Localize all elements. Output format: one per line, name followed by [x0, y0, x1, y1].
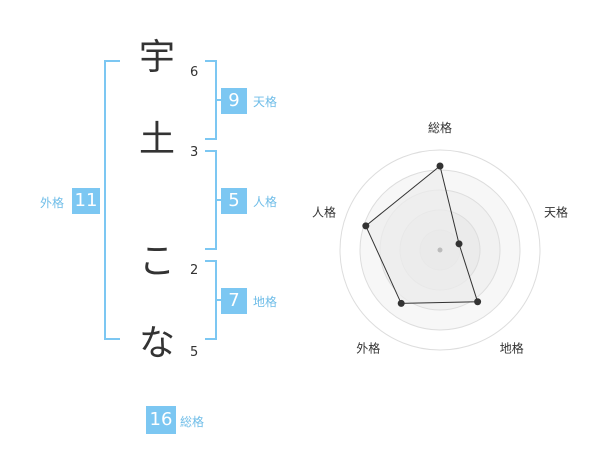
radar-point-5 — [362, 222, 370, 230]
radar-center-dot — [437, 247, 443, 253]
name-char-4: な — [138, 323, 175, 364]
stroke-count-3: 2 — [190, 263, 199, 278]
radar-axis-label-4: 外格 — [356, 341, 380, 356]
radar-point-2 — [455, 240, 463, 248]
radar-point-3 — [474, 298, 482, 306]
stroke-count-4: 5 — [190, 345, 199, 360]
radar-ring — [399, 209, 481, 291]
radar-axis-label-2: 天格 — [544, 204, 568, 219]
chikaku-label: 地格 — [253, 295, 278, 309]
radar-ring — [339, 149, 541, 351]
radar-axis-label-1: 総格 — [428, 120, 452, 135]
radar-series-polygon — [365, 165, 479, 304]
gaikaku-bracket — [104, 60, 120, 340]
jinkaku-badge: 5 — [221, 188, 247, 214]
jinkaku-connector — [215, 199, 221, 201]
radar-point-4 — [397, 299, 405, 307]
radar-point-1 — [436, 162, 444, 170]
tenkaku-connector — [215, 99, 221, 101]
radar-axis-label-5: 人格 — [312, 204, 336, 219]
soukaku-badge: 16 — [146, 406, 176, 434]
soukaku-label: 総格 — [180, 415, 205, 429]
gaikaku-badge: 11 — [72, 188, 100, 214]
name-char-2: 土 — [138, 119, 175, 160]
gaikaku-label: 外格 — [40, 196, 65, 210]
radar-axis-label-3: 地格 — [500, 341, 524, 356]
chikaku-connector — [215, 299, 221, 301]
name-char-1: 宇 — [138, 37, 175, 78]
jinkaku-label: 人格 — [253, 195, 278, 209]
tenkaku-label: 天格 — [253, 95, 278, 109]
tenkaku-badge: 9 — [221, 88, 247, 114]
stroke-count-2: 3 — [190, 145, 199, 160]
stroke-count-1: 6 — [190, 65, 199, 80]
name-char-3: こ — [138, 241, 175, 282]
chikaku-badge: 7 — [221, 288, 247, 314]
radar-ring — [419, 229, 461, 271]
radar-ring — [379, 189, 501, 311]
radar-ring — [359, 169, 521, 331]
